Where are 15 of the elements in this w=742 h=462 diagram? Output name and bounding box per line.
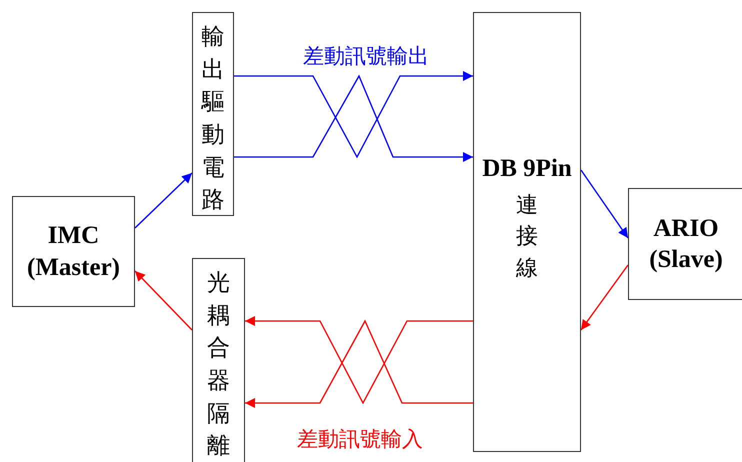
arrow <box>134 270 192 330</box>
node-label: 光耦合器隔離 <box>207 269 230 462</box>
node-label: 連接線 <box>515 192 539 283</box>
process-box <box>192 258 245 462</box>
arrow <box>580 170 629 238</box>
node-label: 輸出驅動電路 <box>202 23 224 216</box>
process-box <box>628 188 742 300</box>
node-label: DB 9Pin <box>481 154 573 184</box>
process-box <box>12 196 135 307</box>
node-label: IMC (Master) <box>26 221 121 282</box>
node-label: ARIO (Slave) <box>648 214 724 275</box>
arrow <box>580 264 629 330</box>
arrow <box>134 172 192 228</box>
process-box <box>192 12 234 216</box>
connector-box <box>473 12 581 452</box>
